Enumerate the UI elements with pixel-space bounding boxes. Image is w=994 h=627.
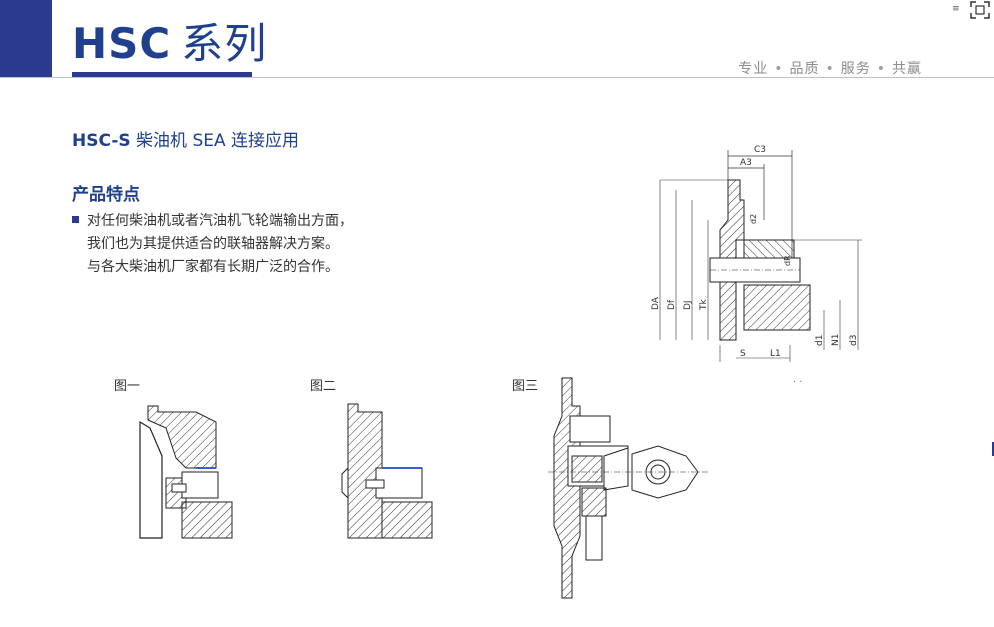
figure-2-label: 图二 bbox=[310, 379, 337, 394]
section-model: HSC-S bbox=[72, 131, 131, 151]
window-controls: ≡ bbox=[948, 0, 994, 22]
header-divider bbox=[0, 77, 994, 78]
slogan-dot: • bbox=[876, 61, 886, 77]
feature-line: 对任何柴油机或者汽油机飞轮端输出方面， bbox=[72, 210, 353, 233]
figure-1-drawing bbox=[139, 405, 233, 539]
slogan-item: 专业 bbox=[738, 61, 769, 77]
label-dr: dR bbox=[783, 255, 792, 266]
section-title: HSC-S 柴油机 SEA 连接应用 bbox=[72, 126, 299, 151]
label-c3: C3 bbox=[754, 145, 766, 155]
header-color-block bbox=[0, 0, 52, 77]
slogan: 专业 • 品质 • 服务 • 共赢 bbox=[738, 58, 922, 78]
label-tk: Tk bbox=[699, 299, 709, 311]
label-d3: d3 bbox=[849, 335, 859, 346]
bullet-icon bbox=[72, 215, 79, 223]
menu-icon[interactable]: ≡ bbox=[952, 4, 960, 14]
feature-line: 与各大柴油机厂家都有长期广泛的合作。 bbox=[87, 259, 339, 275]
dimension-drawing: C3 A3 d2 dR DA Df DJ Tk d1 N1 d3 S L1 bbox=[651, 145, 862, 362]
label-l1: L1 bbox=[770, 349, 781, 359]
title-model: HSC bbox=[72, 19, 172, 68]
slogan-dot: • bbox=[774, 61, 784, 77]
slogan-item: 品质 bbox=[789, 61, 820, 77]
label-n1: N1 bbox=[831, 334, 841, 346]
slogan-item: 服务 bbox=[840, 61, 871, 77]
feature-text: 对任何柴油机或者汽油机飞轮端输出方面， bbox=[87, 213, 353, 229]
features-list: 对任何柴油机或者汽油机飞轮端输出方面， 我们也为其提供适合的联轴器解决方案。 与… bbox=[72, 210, 353, 279]
label-a3: A3 bbox=[740, 158, 752, 168]
figure-2-drawing bbox=[341, 403, 433, 539]
label-da: DA bbox=[651, 296, 661, 310]
title-underline bbox=[72, 72, 252, 77]
label-s: S bbox=[740, 349, 746, 359]
section-title-text: 柴油机 SEA 连接应用 bbox=[136, 131, 300, 151]
figure-3-drawing bbox=[548, 377, 708, 599]
features-heading: 产品特点 bbox=[72, 185, 140, 205]
label-d1: d1 bbox=[815, 335, 825, 346]
slogan-item: 共赢 bbox=[892, 61, 922, 77]
figure-3-label: 图三 bbox=[512, 379, 539, 394]
label-d2: d2 bbox=[749, 214, 758, 224]
label-df: Df bbox=[667, 299, 677, 310]
side-marker bbox=[992, 442, 994, 456]
expand-icon[interactable] bbox=[970, 1, 990, 19]
title-series: 系列 bbox=[181, 19, 268, 68]
label-dj: DJ bbox=[683, 300, 693, 310]
feature-line: 我们也为其提供适合的联轴器解决方案。 bbox=[87, 236, 339, 252]
figure-1-label: 图一 bbox=[114, 379, 141, 394]
slogan-dot: • bbox=[825, 61, 835, 77]
dots-mark: . . bbox=[793, 374, 803, 385]
